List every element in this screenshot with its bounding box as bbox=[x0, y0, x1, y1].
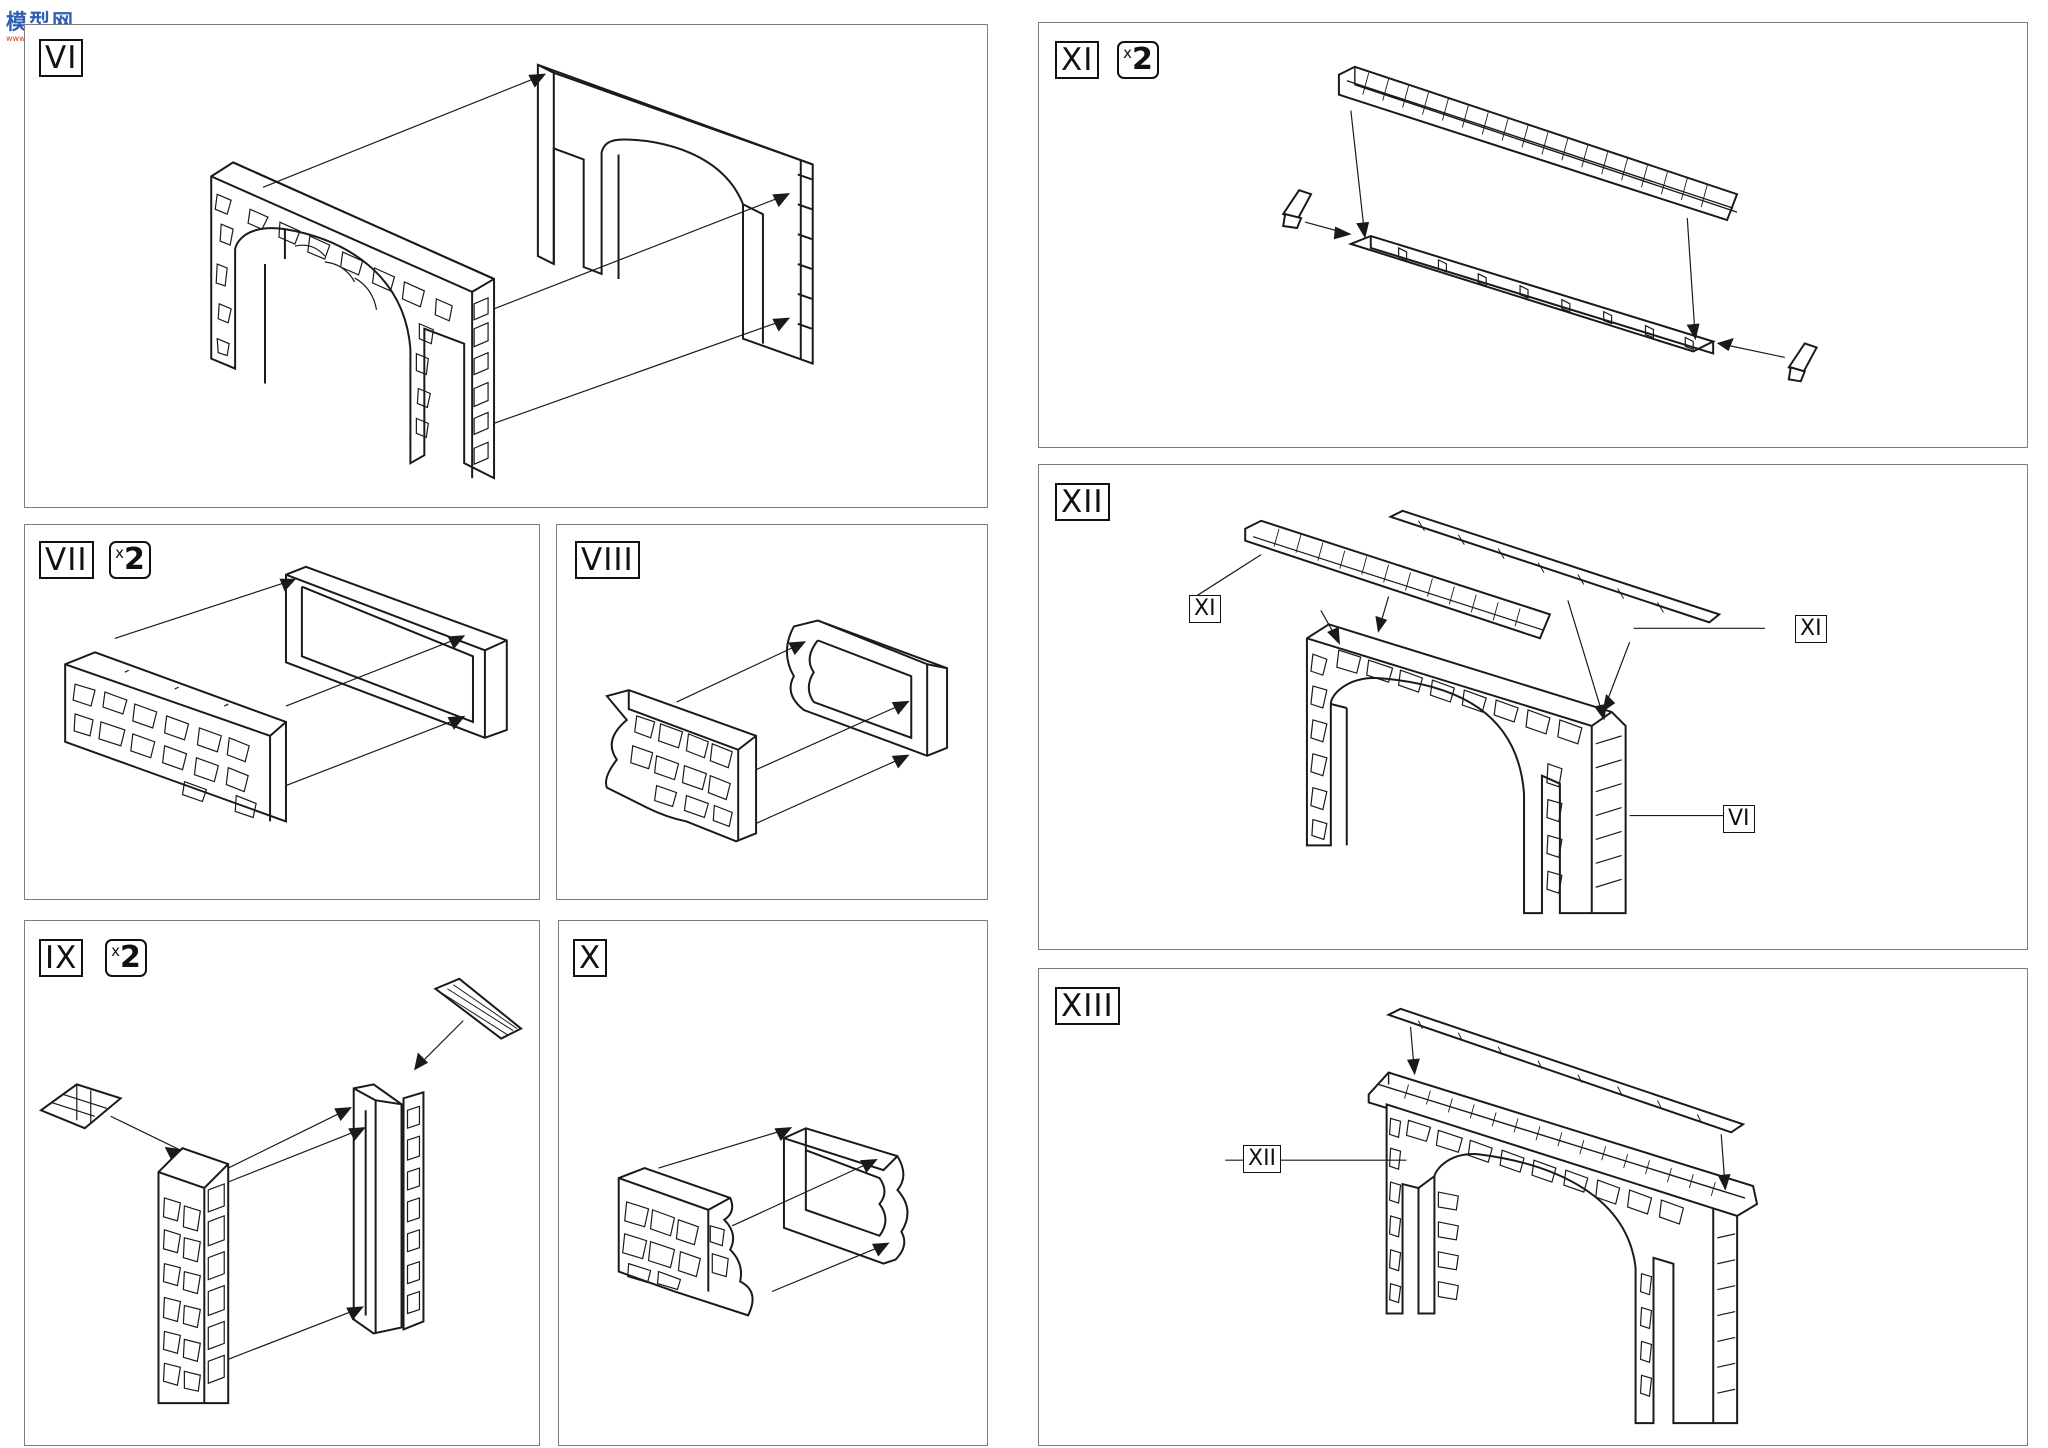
step-label-vi: VI bbox=[39, 39, 84, 77]
step-label-ix: IX bbox=[39, 939, 84, 977]
quantity-badge-vii: x2 bbox=[109, 541, 151, 579]
panel-ix: IX x2 bbox=[24, 920, 540, 1446]
quantity-prefix: x bbox=[1123, 44, 1132, 62]
panel-xi: XI x2 bbox=[1038, 22, 2028, 448]
quantity-value: 2 bbox=[124, 542, 145, 577]
portal-roof-assembly-diagram bbox=[1189, 509, 1766, 915]
step-label-x: X bbox=[573, 939, 608, 977]
quantity-prefix: x bbox=[111, 942, 120, 960]
roof-assembly-exploded-diagram bbox=[1281, 65, 1819, 383]
quantity-value: 2 bbox=[120, 940, 141, 975]
quantity-badge-ix: x2 bbox=[105, 939, 147, 977]
pillar-exploded-diagram bbox=[38, 977, 523, 1405]
panel-vii: VII x2 bbox=[24, 524, 540, 900]
ruined-wall-start-exploded-diagram bbox=[617, 1127, 909, 1317]
tunnel-portal-exploded-diagram bbox=[210, 63, 814, 480]
callout-vi: VI bbox=[1723, 805, 1755, 833]
step-label-xi: XI bbox=[1055, 41, 1100, 79]
panel-xiii: XIII XII bbox=[1038, 968, 2028, 1446]
quantity-value: 2 bbox=[1132, 42, 1153, 77]
callout-xii: XII bbox=[1243, 1145, 1282, 1173]
panel-viii: VIII bbox=[556, 524, 988, 900]
completed-portal-diagram bbox=[1225, 1007, 1759, 1425]
retaining-wall-exploded-diagram bbox=[64, 565, 508, 823]
quantity-prefix: x bbox=[115, 544, 124, 562]
step-label-viii: VIII bbox=[575, 541, 640, 579]
ruined-wall-end-exploded-diagram bbox=[605, 619, 949, 843]
panel-vi: VI bbox=[24, 24, 988, 508]
step-label-vii: VII bbox=[39, 541, 94, 579]
panel-xii: XII XI XI VI bbox=[1038, 464, 2028, 950]
callout-xi-left: XI bbox=[1189, 595, 1221, 623]
callout-xi-right: XI bbox=[1795, 615, 1827, 643]
panel-x: X bbox=[558, 920, 988, 1446]
step-label-xiii: XIII bbox=[1055, 987, 1120, 1025]
quantity-badge-xi: x2 bbox=[1117, 41, 1159, 79]
step-label-xii: XII bbox=[1055, 483, 1110, 521]
